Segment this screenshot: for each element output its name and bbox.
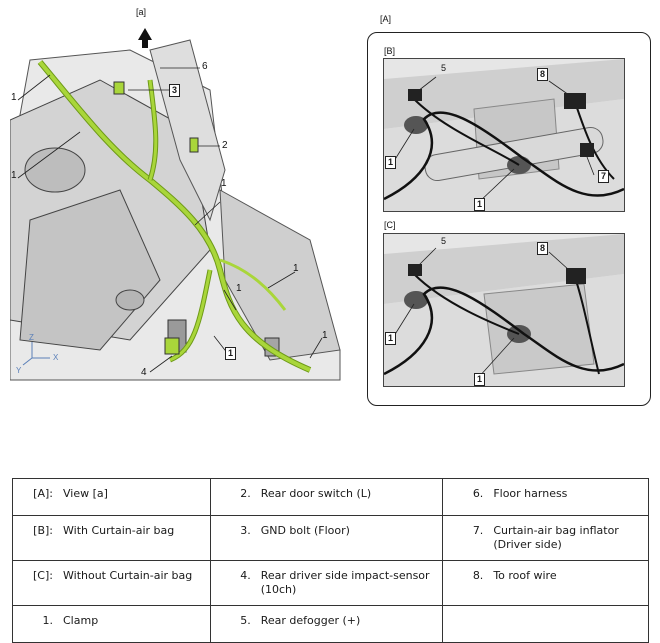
legend-key: 2. bbox=[240, 487, 251, 500]
legend-key: [A]: bbox=[33, 487, 53, 500]
legend-row: [A]: View [a] 2. Rear door switch (L) 6. Fl… bbox=[12, 478, 649, 516]
legend-key: [B]: bbox=[33, 524, 53, 537]
main-callout-clamp: 1 bbox=[236, 283, 242, 294]
legend-value: Without Curtain-air bag bbox=[63, 569, 193, 582]
legend-value: GND bolt (Floor) bbox=[260, 524, 350, 537]
panel-c-callout-defogger: 5 bbox=[441, 236, 447, 246]
panel-b-callout-defogger: 5 bbox=[441, 63, 447, 73]
axis-x-label: X bbox=[53, 353, 59, 362]
inset-title: [A] bbox=[380, 14, 392, 24]
main-callout-clamp: 1 bbox=[11, 170, 17, 181]
legend-key: 5. bbox=[240, 614, 251, 627]
legend-row: [C]: Without Curtain-air bag 4. Rear drive… bbox=[12, 560, 649, 606]
panel-b-callout-clamp: 1 bbox=[474, 198, 486, 211]
legend-row: 1. Clamp 5. Rear defogger (+) bbox=[12, 605, 649, 643]
panel-b-drawing bbox=[384, 59, 624, 211]
legend-value: Clamp bbox=[63, 614, 99, 627]
legend-key: 6. bbox=[472, 487, 484, 500]
panel-b-label: [B] bbox=[384, 46, 396, 56]
main-callout-floor-harness: 6 bbox=[202, 61, 208, 72]
panel-c-label: [C] bbox=[384, 220, 396, 230]
axis-z-label: Z bbox=[29, 333, 34, 342]
panel-c-callout-roof-wire: 8 bbox=[537, 242, 549, 255]
legend-value: Rear defogger (+) bbox=[260, 614, 361, 627]
main-diagram-drawing bbox=[9, 28, 341, 381]
main-diagram bbox=[9, 20, 355, 390]
panel-c-callout-clamp: 1 bbox=[385, 332, 397, 345]
legend-value: Floor harness bbox=[493, 487, 568, 500]
legend-value: Curtain-air bag inflator (Driver side) bbox=[493, 524, 619, 551]
legend-key: 4. bbox=[240, 569, 251, 582]
panel-c-callout-clamp: 1 bbox=[474, 373, 486, 386]
legend-value: View [a] bbox=[63, 487, 108, 500]
inset-frame bbox=[367, 32, 651, 406]
legend-key: 7. bbox=[472, 524, 484, 537]
legend-key: [C]: bbox=[33, 569, 53, 582]
main-callout-clamp: 1 bbox=[11, 92, 17, 103]
panel-c-drawing bbox=[384, 234, 624, 386]
view-a-label: [a] bbox=[136, 7, 147, 17]
panel-b-callout-clamp: 1 bbox=[385, 156, 397, 169]
main-callout-clamp: 1 bbox=[322, 330, 328, 341]
legend-value: Rear driver side impact-sensor (10ch) bbox=[260, 569, 430, 596]
panel-b-callout-inflator: 7 bbox=[598, 170, 610, 183]
main-callout-impact-sensor: 4 bbox=[141, 367, 147, 378]
legend-key: 3. bbox=[240, 524, 251, 537]
main-callout-gnd-bolt: 3 bbox=[169, 84, 181, 97]
legend-key: 8. bbox=[472, 569, 484, 582]
panel-b-callout-roof-wire: 8 bbox=[537, 68, 549, 81]
main-callout-clamp: 1 bbox=[225, 347, 237, 360]
legend-key: 1. bbox=[42, 614, 54, 627]
main-callout-clamp: 1 bbox=[293, 263, 299, 274]
panel-b-photo bbox=[383, 58, 625, 212]
legend-value: To roof wire bbox=[493, 569, 557, 582]
legend-table: [A]: View [a] 2. Rear door switch (L) 6. Fl… bbox=[12, 478, 649, 643]
main-callout-door-switch: 2 bbox=[222, 140, 228, 151]
legend-value: Rear door switch (L) bbox=[260, 487, 372, 500]
main-callout-clamp: 1 bbox=[221, 178, 227, 189]
legend-value: With Curtain-air bag bbox=[63, 524, 175, 537]
axis-y-label: Y bbox=[16, 366, 22, 375]
legend-row: [B]: With Curtain-air bag 3. GND bolt (Flo… bbox=[12, 515, 649, 561]
panel-c-photo bbox=[383, 233, 625, 387]
